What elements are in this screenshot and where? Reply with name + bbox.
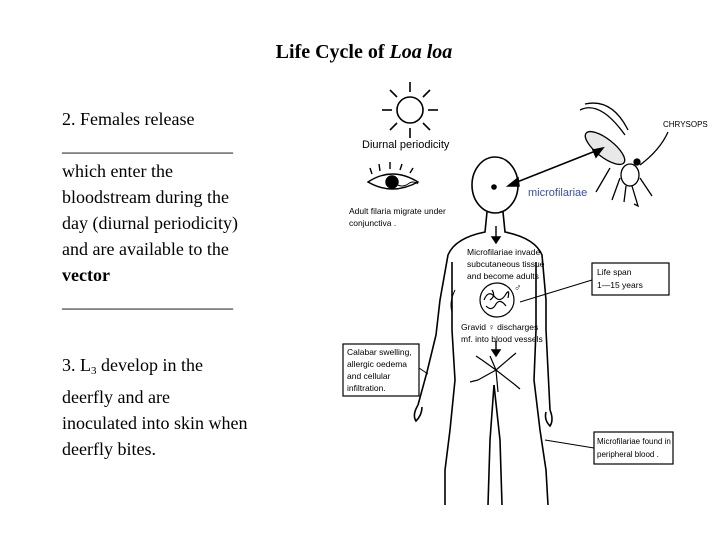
step2-line5: and are available to the <box>62 239 229 259</box>
life-span-box <box>591 262 670 296</box>
step3-line3: inoculated into skin when <box>62 413 248 433</box>
calabar-line4: infiltration. <box>347 383 386 393</box>
peripheral-line2: peripheral blood . <box>597 450 659 459</box>
deerfly-icon <box>579 102 669 208</box>
step3-text: 3. L3 develop in the deerfly and are ino… <box>62 352 322 462</box>
life-span-connector <box>519 279 593 303</box>
calabar-line2: allergic oedema <box>347 359 407 369</box>
life-span-line1: Life span <box>597 267 632 277</box>
eye-icon <box>366 162 420 190</box>
down-arrow-icon <box>490 226 502 358</box>
calabar-line3: and cellular <box>347 371 391 381</box>
gravid-line2: mf. into blood vessels <box>461 334 543 344</box>
step2-text: 2. Females release ___________________ w… <box>62 106 322 314</box>
chrysops-label: CHRYSOPS <box>663 120 708 129</box>
gravid-line1: Gravid ♀ discharges <box>461 322 538 332</box>
title-organism: Loa loa <box>389 41 453 63</box>
sun-icon <box>382 82 438 138</box>
step2-blank2: ___________________ <box>62 291 233 311</box>
step3-line1-suffix: develop in the <box>96 355 203 375</box>
step3-line4: deerfly bites. <box>62 439 156 459</box>
adult-migrate-line1: Adult filaria migrate under <box>349 206 446 216</box>
arrow-icon <box>505 146 605 187</box>
diurnal-label: Diurnal periodicity <box>362 139 450 151</box>
male-symbol: ♂ <box>514 283 522 294</box>
calabar-box <box>342 343 420 397</box>
step2-line3: bloodstream during the <box>62 187 229 207</box>
peripheral-line1: Microfilariae found in <box>597 437 671 446</box>
adult-migrate-line2: conjunctiva . <box>349 218 396 228</box>
title-prefix: Life Cycle of <box>275 41 390 63</box>
step3-line1-prefix: 3. L <box>62 355 91 375</box>
human-body-figure <box>413 156 553 506</box>
calabar-line1: Calabar swelling, <box>347 347 412 357</box>
step2-line2: which enter the <box>62 161 173 181</box>
step2-line1: 2. Females release <box>62 109 195 129</box>
peripheral-connector <box>544 439 595 449</box>
step3-line2: deerfly and are <box>62 387 170 407</box>
step2-line4: day (diurnal periodicity) <box>62 213 238 233</box>
calabar-connector <box>418 367 429 375</box>
step3-line1-sub: 3 <box>91 365 97 377</box>
invade-line1: Microfilariae invade <box>467 247 540 257</box>
blood-vessels-icon <box>469 352 521 393</box>
step3-line1: 3. L3 develop in the <box>62 352 322 384</box>
step2-line6: vector <box>62 265 110 285</box>
peripheral-box <box>593 431 674 465</box>
invade-line3: and become adults <box>467 271 539 281</box>
life-span-line2: 1—15 years <box>597 280 643 290</box>
step2-blank1: ___________________ <box>62 135 233 155</box>
invade-line2: subcutaneous tissue <box>467 259 545 269</box>
slide-title: Life Cycle of Loa loa <box>0 41 728 64</box>
microfilariae-label: microfilariae <box>528 187 587 199</box>
adult-worms-icon <box>479 282 515 318</box>
